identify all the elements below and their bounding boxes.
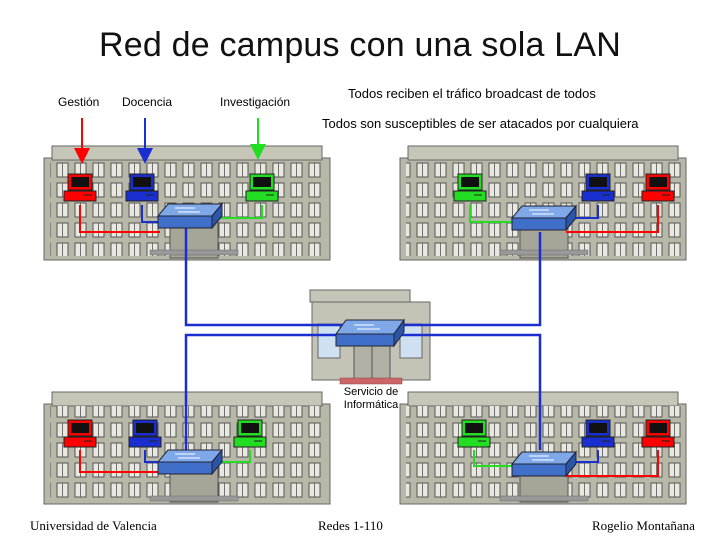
service-label-line2: Informática [343, 399, 399, 411]
service-label: Servicio de Informática [331, 386, 411, 412]
dept-label-gestion: Gestión [58, 95, 100, 109]
pc-icon [641, 173, 675, 202]
service-label-line1: Servicio de [343, 386, 399, 398]
building-links [79, 205, 263, 233]
pc-icon [581, 419, 615, 448]
dept-label-investigacion: Investigación [220, 95, 291, 109]
note-broadcast: Todos reciben el tráfico broadcast de to… [348, 86, 596, 101]
pcs [63, 173, 675, 448]
pc-icon [128, 419, 162, 448]
arrow-icon [74, 118, 266, 164]
footer-right: Rogelio Montañana [592, 518, 695, 533]
pc-icon [63, 173, 97, 202]
pc-icon [245, 173, 279, 202]
footer-left: Universidad de Valencia [30, 518, 157, 533]
switch-icon [156, 448, 224, 476]
pc-icon [233, 419, 267, 448]
dept-label-docencia: Docencia [122, 95, 173, 109]
switch-icon [510, 204, 578, 232]
building-icon [399, 391, 687, 505]
pc-icon [63, 419, 97, 448]
pc-icon [457, 419, 491, 448]
building-links [473, 450, 659, 477]
building-icon [399, 145, 687, 261]
backbone-links [184, 228, 542, 450]
switch-icon [156, 202, 224, 230]
pc-icon [125, 173, 159, 202]
switch-icon [335, 318, 405, 348]
building-links [79, 450, 251, 473]
pc-icon [581, 173, 615, 202]
page-title: Red de campus con una sola LAN [99, 26, 621, 64]
note-attack: Todos son susceptibles de ser atacados p… [322, 116, 639, 131]
building-links [469, 205, 659, 233]
switch-icon [510, 450, 578, 478]
footer-center: Redes 1-110 [318, 518, 383, 533]
pc-icon [453, 173, 487, 202]
pc-icon [641, 419, 675, 448]
